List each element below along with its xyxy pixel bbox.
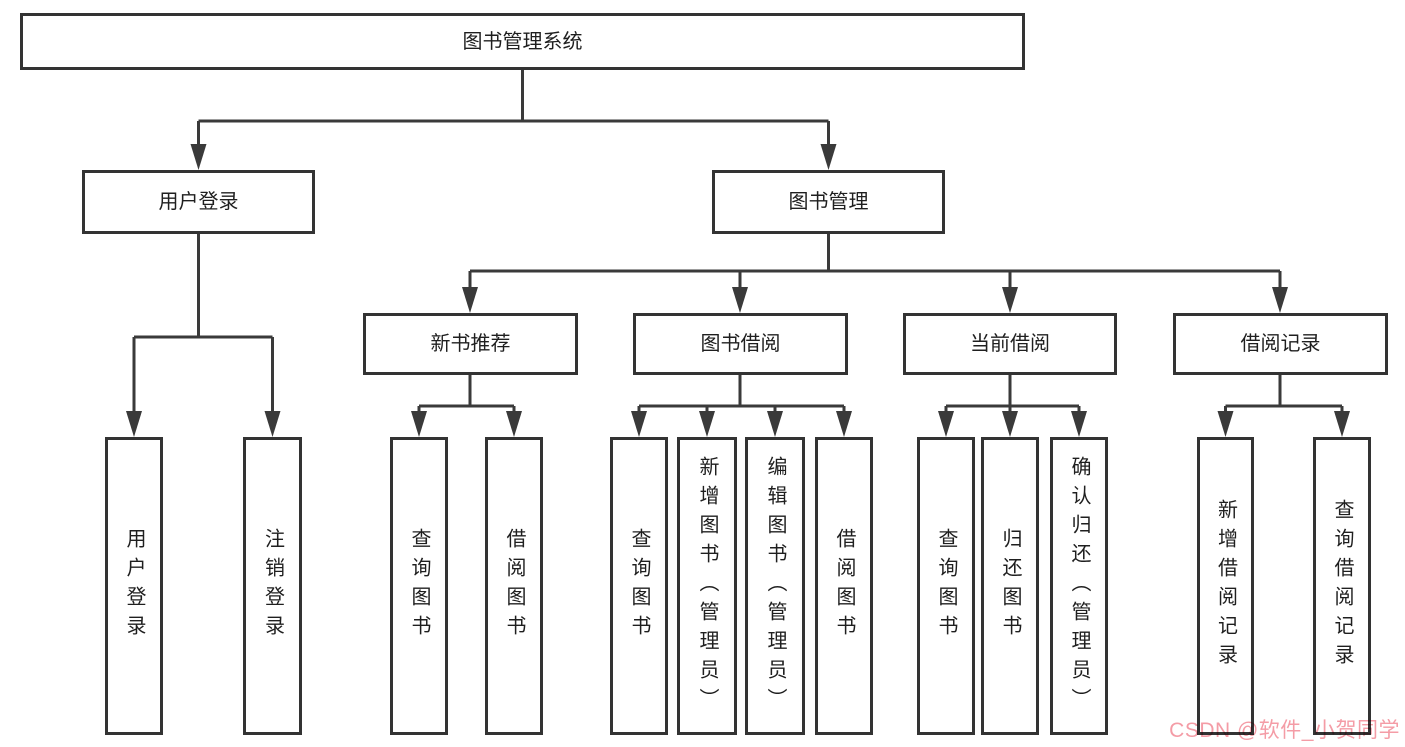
leaf-label: 确认归还（管理员） — [1068, 455, 1090, 717]
leaf-confirm-return-admin: 确认归还（管理员） — [1050, 437, 1108, 735]
leaf-borrow-book: 借阅图书 — [815, 437, 873, 735]
leaf-label: 查询借阅记录 — [1331, 499, 1353, 673]
leaf-label: 归还图书 — [999, 528, 1021, 644]
connector-borrow-record-children — [1224, 375, 1344, 417]
leaf-label: 查询图书 — [935, 528, 957, 644]
connector-book-mgmt-to-level3 — [468, 234, 1282, 293]
leaf-add-borrow-record: 新增借阅记录 — [1197, 437, 1254, 735]
arrow-down-icon — [264, 411, 281, 437]
connector-user-login-children — [132, 234, 274, 417]
leaf-label: 新增借阅记录 — [1214, 499, 1237, 673]
leaf-add-book-admin: 新增图书（管理员） — [677, 437, 737, 735]
node-new-book-recommend: 新书推荐 — [363, 313, 578, 375]
arrow-down-icon — [820, 144, 837, 170]
leaf-return-book: 归还图书 — [981, 437, 1039, 735]
leaf-label: 新增图书（管理员） — [696, 455, 718, 717]
leaf-query-book-recommend: 查询图书 — [390, 437, 448, 735]
leaf-label: 借阅图书 — [503, 528, 525, 644]
node-current-borrow: 当前借阅 — [903, 313, 1117, 375]
arrow-down-icon — [190, 144, 207, 170]
arrow-down-icon — [1334, 411, 1350, 437]
arrow-down-icon — [462, 287, 478, 313]
leaf-query-book-current: 查询图书 — [917, 437, 975, 735]
arrow-down-icon — [732, 287, 748, 313]
arrow-down-icon — [699, 411, 715, 437]
arrow-down-icon — [938, 411, 954, 437]
arrow-down-icon — [411, 411, 427, 437]
leaf-label: 注销登录 — [261, 528, 284, 644]
arrow-down-icon — [506, 411, 522, 437]
node-book-borrow: 图书借阅 — [633, 313, 848, 375]
leaf-edit-book-admin: 编辑图书（管理员） — [745, 437, 805, 735]
leaf-user-login: 用户登录 — [105, 437, 163, 735]
arrow-down-icon — [1002, 287, 1018, 313]
arrow-down-icon — [1071, 411, 1087, 437]
arrow-down-icon — [126, 411, 142, 437]
node-user-login: 用户登录 — [82, 170, 315, 234]
leaf-logout: 注销登录 — [243, 437, 302, 735]
connector-root-to-level2 — [197, 69, 830, 150]
arrow-down-icon — [836, 411, 852, 437]
arrow-down-icon — [767, 411, 783, 437]
leaf-query-book-borrow: 查询图书 — [610, 437, 668, 735]
leaf-label: 查询图书 — [628, 528, 650, 644]
arrow-down-icon — [1002, 411, 1018, 437]
leaf-label: 用户登录 — [123, 528, 145, 644]
leaf-label: 查询图书 — [408, 528, 430, 644]
connector-book-borrow-children — [637, 375, 846, 417]
arrow-down-icon — [1217, 411, 1234, 437]
leaf-query-borrow-record: 查询借阅记录 — [1313, 437, 1371, 735]
arrow-down-icon — [631, 411, 647, 437]
leaf-label: 编辑图书（管理员） — [764, 455, 786, 717]
node-borrow-record: 借阅记录 — [1173, 313, 1388, 375]
node-book-management: 图书管理 — [712, 170, 945, 234]
leaf-label: 借阅图书 — [833, 528, 855, 644]
arrow-down-icon — [1272, 287, 1288, 313]
connector-new-book-children — [417, 375, 516, 417]
csdn-watermark: CSDN @软件_小贺同学 — [1169, 719, 1400, 742]
node-root-system: 图书管理系统 — [20, 13, 1025, 70]
connector-current-borrow-children — [944, 375, 1081, 417]
leaf-borrow-book-recommend: 借阅图书 — [485, 437, 543, 735]
